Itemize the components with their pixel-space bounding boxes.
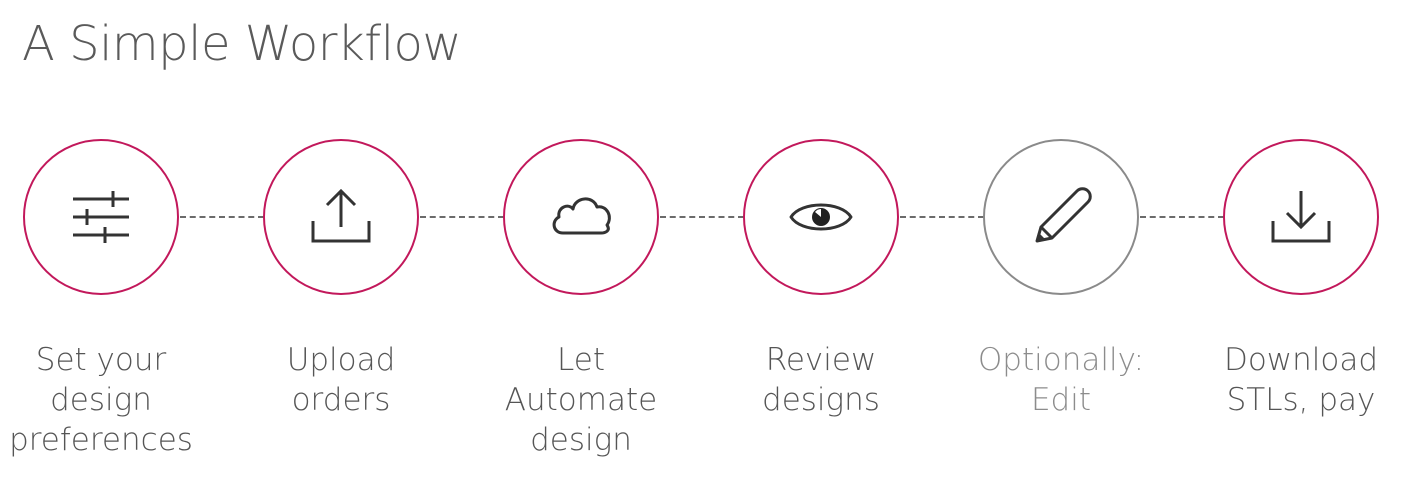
label-line: Set your	[35, 342, 167, 378]
label-line: Automate	[504, 382, 658, 418]
step-5-label: Optionally: Edit	[951, 340, 1171, 420]
cloud-icon	[552, 197, 611, 235]
step-4-label: Review designs	[711, 340, 931, 420]
label-line: orders	[291, 382, 391, 418]
step-1-circle	[23, 139, 179, 295]
connector-4-5	[900, 216, 984, 218]
step-6-label: Download STLs, pay	[1191, 340, 1407, 420]
connector-5-6	[1140, 216, 1224, 218]
label-line: Upload	[286, 342, 396, 378]
label-line: Let	[557, 342, 605, 378]
sliders-icon	[73, 191, 129, 243]
step-3-label: Let Automate design	[471, 340, 691, 460]
step-4-circle	[743, 139, 899, 295]
label-line: Review	[765, 342, 877, 378]
eye-icon	[789, 203, 853, 231]
step-5-circle	[983, 139, 1139, 295]
label-line: Edit	[1030, 382, 1092, 418]
pencil-icon	[1035, 187, 1092, 243]
download-icon	[1271, 191, 1331, 243]
label-line: designs	[762, 382, 880, 418]
label-line: preferences	[9, 422, 193, 458]
connector-2-3	[420, 216, 504, 218]
upload-icon	[311, 188, 371, 243]
page-title: A Simple Workflow	[22, 16, 462, 72]
step-1-label: Set your design preferences	[0, 340, 211, 460]
connector-1-2	[180, 216, 264, 218]
connector-3-4	[660, 216, 744, 218]
label-line: STLs, pay	[1226, 382, 1376, 418]
step-2-label: Upload orders	[231, 340, 451, 420]
label-line: Optionally:	[977, 342, 1145, 378]
label-line: design	[530, 422, 632, 458]
step-3-circle	[503, 139, 659, 295]
label-line: Download	[1223, 342, 1379, 378]
label-line: design	[50, 382, 152, 418]
step-6-circle	[1223, 139, 1379, 295]
step-2-circle	[263, 139, 419, 295]
